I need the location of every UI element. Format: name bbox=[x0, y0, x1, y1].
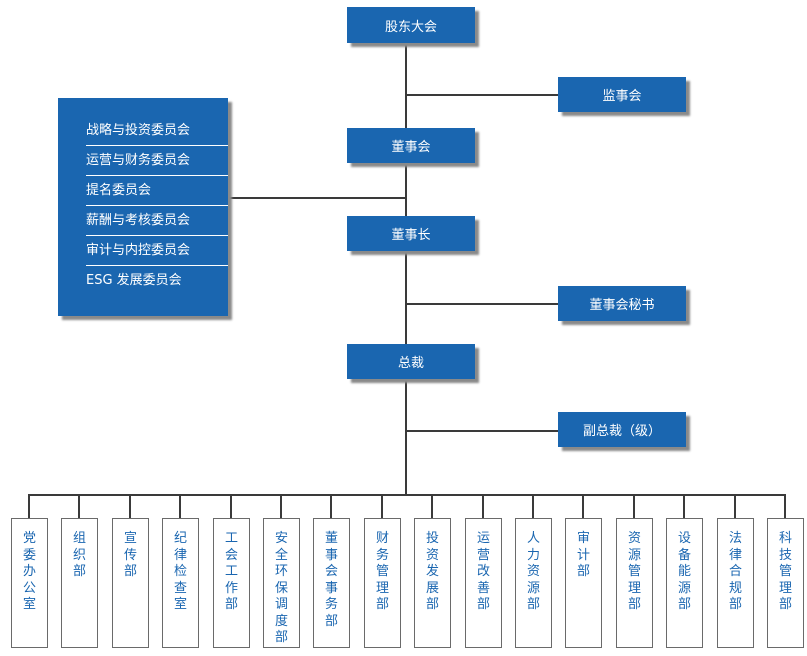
committee-audit: 审计与内控委员会 bbox=[86, 236, 228, 266]
department-box: 法律合规部 bbox=[717, 518, 754, 648]
vp-branch-line bbox=[406, 430, 558, 432]
department-drop-line bbox=[230, 494, 232, 518]
vice-president-label: 副总裁（级） bbox=[582, 424, 661, 439]
department-label: 党委办公室 bbox=[22, 531, 36, 612]
department-bus-line bbox=[29, 494, 784, 496]
department-drop-line bbox=[28, 494, 30, 518]
department-drop-line bbox=[582, 494, 584, 518]
department-label: 法律合规部 bbox=[728, 531, 742, 612]
committee-nomination: 提名委员会 bbox=[86, 176, 228, 206]
department-drop-line bbox=[381, 494, 383, 518]
department-drop-line bbox=[431, 494, 433, 518]
department-drop-line bbox=[482, 494, 484, 518]
department-drop-line bbox=[280, 494, 282, 518]
department-drop-line bbox=[683, 494, 685, 518]
department-box: 人力资源部 bbox=[515, 518, 552, 648]
shareholders-label: 股东大会 bbox=[384, 19, 437, 35]
department-box: 审计部 bbox=[565, 518, 602, 648]
department-label: 科技管理部 bbox=[778, 531, 792, 612]
board-secretary-box: 董事会秘书 bbox=[558, 286, 686, 321]
department-drop-line bbox=[78, 494, 80, 518]
department-label: 设备能源部 bbox=[677, 531, 691, 612]
department-label: 运营改善部 bbox=[476, 531, 490, 612]
department-drop-line bbox=[129, 494, 131, 518]
shareholders-box: 股东大会 bbox=[347, 7, 475, 43]
department-box: 运营改善部 bbox=[465, 518, 502, 648]
department-label: 纪律检查室 bbox=[173, 531, 187, 612]
committee-strategy: 战略与投资委员会 bbox=[86, 116, 228, 146]
department-box: 科技管理部 bbox=[767, 518, 804, 648]
department-drop-line bbox=[179, 494, 181, 518]
chairman-label: 董事长 bbox=[391, 228, 431, 243]
department-box: 投资发展部 bbox=[414, 518, 451, 648]
department-label: 投资发展部 bbox=[425, 531, 439, 612]
department-label: 人力资源部 bbox=[526, 531, 540, 612]
supervisory-board-box: 监事会 bbox=[558, 77, 686, 112]
department-drop-line bbox=[330, 494, 332, 518]
department-drop-line bbox=[532, 494, 534, 518]
supervisory-branch-line bbox=[406, 94, 558, 96]
secretary-branch-line bbox=[406, 303, 558, 305]
president-box: 总裁 bbox=[347, 344, 475, 379]
department-label: 组织部 bbox=[72, 531, 86, 579]
department-drop-line bbox=[734, 494, 736, 518]
department-label: 宣传部 bbox=[123, 531, 137, 579]
department-box: 组织部 bbox=[61, 518, 98, 648]
board-committees-box: 战略与投资委员会 运营与财务委员会 提名委员会 薪酬与考核委员会 审计与内控委员… bbox=[58, 98, 228, 316]
department-label: 资源管理部 bbox=[627, 531, 641, 612]
department-box: 宣传部 bbox=[112, 518, 149, 648]
department-drop-line bbox=[633, 494, 635, 518]
department-label: 工会工作部 bbox=[224, 531, 238, 612]
department-box: 安全环保调度部 bbox=[263, 518, 300, 648]
department-box: 董事会事务部 bbox=[313, 518, 350, 648]
department-label: 财务管理部 bbox=[375, 531, 389, 612]
department-label: 董事会事务部 bbox=[324, 531, 338, 629]
department-box: 资源管理部 bbox=[616, 518, 653, 648]
department-box: 设备能源部 bbox=[666, 518, 703, 648]
vice-president-box: 副总裁（级） bbox=[558, 412, 686, 447]
department-box: 纪律检查室 bbox=[162, 518, 199, 648]
department-box: 工会工作部 bbox=[213, 518, 250, 648]
president-label: 总裁 bbox=[397, 356, 424, 371]
department-label: 安全环保调度部 bbox=[274, 531, 288, 645]
department-box: 党委办公室 bbox=[11, 518, 48, 648]
board-label: 董事会 bbox=[391, 140, 431, 155]
main-trunk-line bbox=[405, 44, 407, 496]
committee-operations-finance: 运营与财务委员会 bbox=[86, 146, 228, 176]
department-label: 审计部 bbox=[576, 531, 590, 579]
board-box: 董事会 bbox=[347, 128, 475, 163]
department-box: 财务管理部 bbox=[364, 518, 401, 648]
board-secretary-label: 董事会秘书 bbox=[589, 298, 655, 313]
committee-compensation: 薪酬与考核委员会 bbox=[86, 206, 228, 236]
committee-esg: ESG 发展委员会 bbox=[86, 273, 182, 288]
committee-branch-line bbox=[228, 197, 406, 199]
supervisory-board-label: 监事会 bbox=[602, 89, 642, 104]
department-drop-line bbox=[784, 494, 786, 518]
chairman-box: 董事长 bbox=[347, 216, 475, 251]
